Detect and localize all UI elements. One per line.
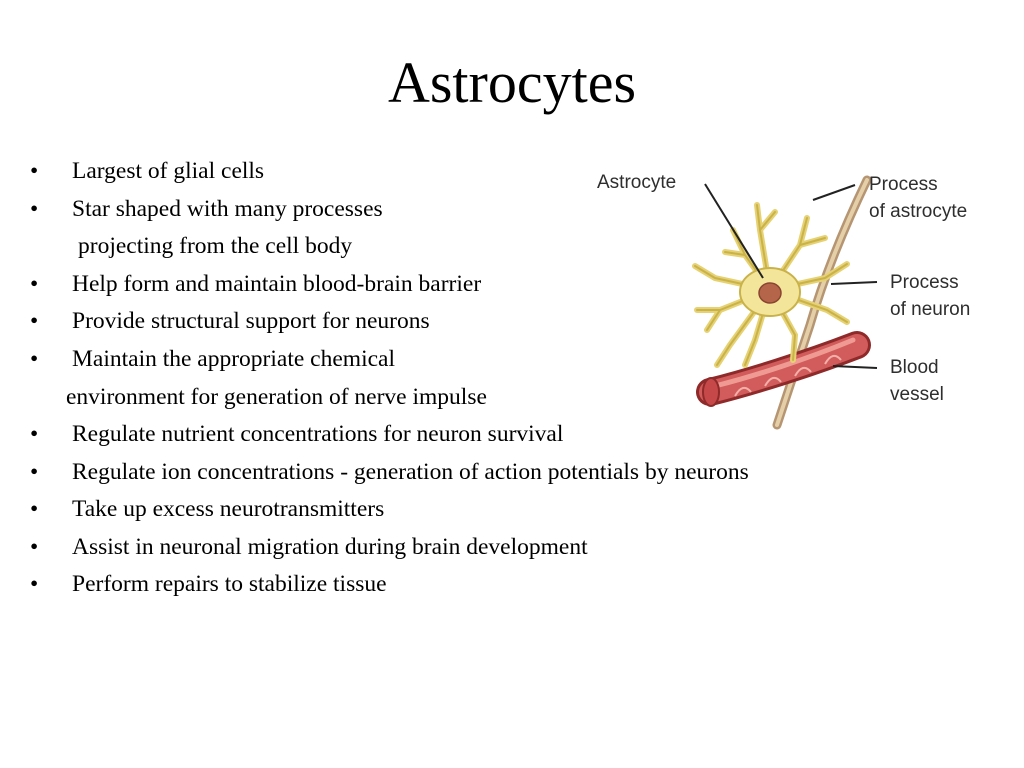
label-blood-vessel-line2: vessel <box>890 384 944 405</box>
bullet-text: environment for generation of nerve impu… <box>66 384 487 410</box>
bullet-marker: • <box>30 158 39 184</box>
bullet-marker: • <box>30 459 39 485</box>
label-process-astrocyte-line2: of astrocyte <box>869 201 967 222</box>
label-process-neuron-line2: of neuron <box>890 299 970 320</box>
bullet-text: Star shaped with many processes <box>72 196 383 222</box>
bullet-marker: • <box>30 496 39 522</box>
label-astrocyte: Astrocyte <box>597 172 676 193</box>
slide-title: Astrocytes <box>387 50 637 115</box>
leader-lines <box>704 183 878 369</box>
bullet-text: Regulate ion concentrations - generation… <box>72 459 749 485</box>
bullet-text: Perform repairs to stabilize tissue <box>72 571 387 597</box>
bullet-text: Take up excess neurotransmitters <box>72 496 385 522</box>
label-process-neuron-line1: Process <box>890 272 959 293</box>
bullet-text: Regulate nutrient concentrations for neu… <box>72 421 564 447</box>
bullet-text: Assist in neuronal migration during brai… <box>72 534 588 560</box>
bullet-marker: • <box>30 271 39 297</box>
bullet-text: Provide structural support for neurons <box>72 308 430 334</box>
astrocyte-nucleus <box>758 282 782 304</box>
bullet-marker: • <box>30 534 39 560</box>
bullet-text: projecting from the cell body <box>78 233 353 259</box>
bullet-marker: • <box>30 571 39 597</box>
bullet-marker: • <box>30 421 39 447</box>
label-process-astrocyte-line1: Process <box>869 174 938 195</box>
label-blood-vessel-line1: Blood <box>890 357 939 378</box>
bullet-marker: • <box>30 346 39 372</box>
bullet-text: Maintain the appropriate chemical <box>72 346 395 372</box>
bullet-text: Help form and maintain blood-brain barri… <box>72 271 482 297</box>
bullet-marker: • <box>30 308 39 334</box>
bullet-marker: • <box>30 196 39 222</box>
astrocyte-cell <box>692 202 850 368</box>
bullet-text: Largest of glial cells <box>72 158 265 184</box>
blood-vessel <box>696 331 871 407</box>
astrocyte-diagram: Astrocyte Process of astrocyte Process o… <box>597 172 970 430</box>
